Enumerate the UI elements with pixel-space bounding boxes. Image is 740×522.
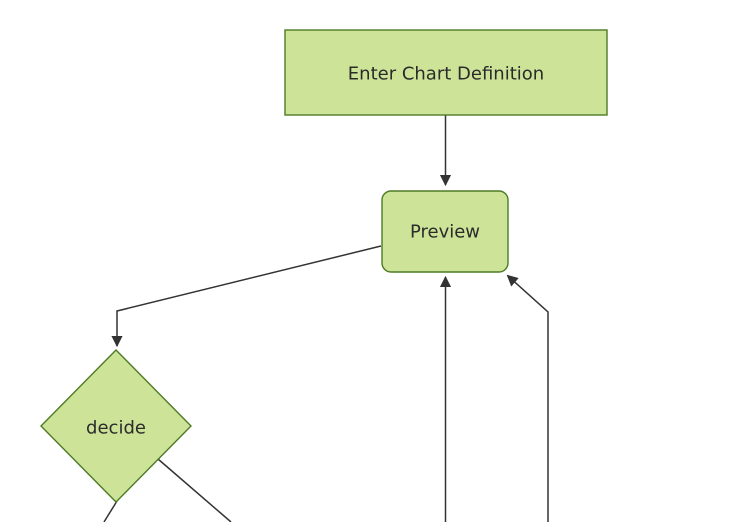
edge-bottomright-to-preview — [506, 274, 549, 522]
node-decide-shape — [40, 349, 192, 503]
node-decide: decide — [40, 349, 192, 503]
edge-decide-to-bottomleft — [103, 500, 118, 522]
node-preview-shape — [381, 190, 509, 273]
edge-preview-to-decide — [111, 245, 382, 348]
node-enter-chart-definition-shape — [284, 29, 608, 116]
node-preview: Preview — [381, 190, 509, 273]
node-enter-chart-definition-label: Enter Chart Definition — [348, 64, 544, 85]
node-enter-chart-definition: Enter Chart Definition — [284, 29, 608, 116]
edge-decide-to-bottomright — [157, 458, 232, 522]
node-preview-label: Preview — [410, 222, 480, 243]
node-decide-label: decide — [86, 418, 146, 439]
